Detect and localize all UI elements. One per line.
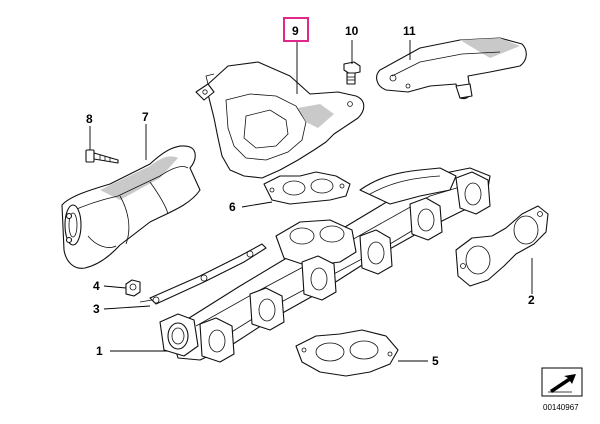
callout-6: 6 bbox=[229, 200, 236, 214]
part-6-gasket[interactable] bbox=[263, 171, 351, 205]
callout-9-highlight-box bbox=[283, 17, 309, 42]
leader-6 bbox=[241, 201, 273, 208]
part-10-bolt[interactable] bbox=[343, 61, 361, 85]
callout-2: 2 bbox=[528, 293, 535, 307]
part-5-gasket[interactable] bbox=[295, 329, 399, 377]
leader-lines bbox=[89, 40, 533, 362]
callout-11: 11 bbox=[403, 24, 416, 38]
leader-3 bbox=[103, 305, 151, 310]
arrow-direction-icon bbox=[541, 367, 583, 397]
callout-5: 5 bbox=[432, 354, 439, 368]
leader-4 bbox=[103, 285, 127, 289]
part-8-bolt[interactable] bbox=[85, 149, 119, 164]
part-7-heat-shield[interactable] bbox=[61, 145, 201, 269]
part-9-heat-shield[interactable] bbox=[195, 61, 365, 179]
part-3-stud-bar[interactable] bbox=[139, 243, 267, 305]
callout-7: 7 bbox=[142, 110, 149, 124]
callout-4: 4 bbox=[93, 279, 100, 293]
callout-10: 10 bbox=[345, 24, 359, 38]
callout-8: 8 bbox=[86, 112, 93, 126]
callout-1: 1 bbox=[96, 344, 103, 358]
part-1-exhaust-manifold[interactable] bbox=[159, 167, 491, 363]
part-11-bracket[interactable] bbox=[376, 37, 527, 100]
part-2-gasket[interactable] bbox=[455, 205, 549, 287]
reference-number: 00140967 bbox=[543, 403, 579, 412]
part-4-nut[interactable] bbox=[125, 279, 141, 297]
callout-3: 3 bbox=[93, 302, 100, 316]
callout-9: 9 bbox=[292, 24, 299, 38]
callout-labels: 1 2 3 4 5 6 7 8 9 10 11 bbox=[86, 17, 535, 368]
